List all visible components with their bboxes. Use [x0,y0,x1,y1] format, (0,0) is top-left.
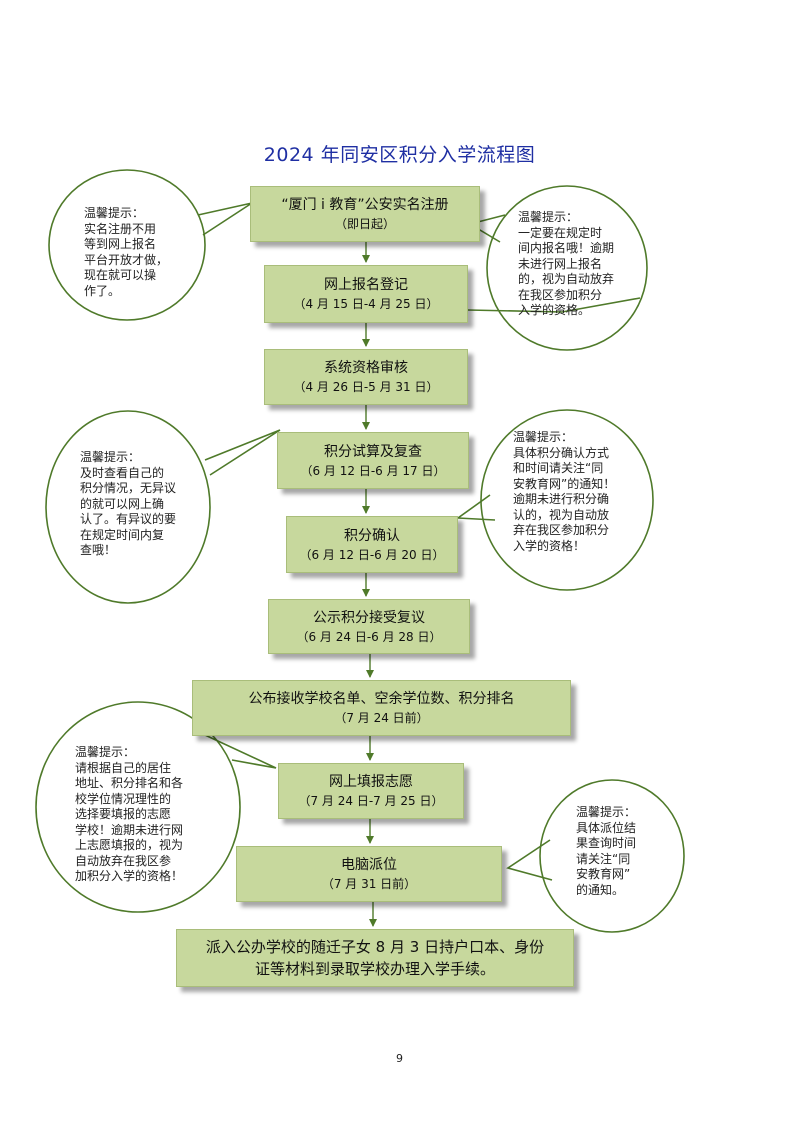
step-label: 网上填报志愿 [329,774,413,790]
tip-text-5: 温馨提示： 请根据自己的居住 地址、积分排名和各 校学位情况理性的 选择要填报的… [75,745,183,885]
tip-line: 安教育网”的通知！ [513,476,616,491]
step-label: 系统资格审核 [324,360,408,376]
tip-line: 自动放弃在我区参 [75,853,172,868]
tip-line: 认了。有异议的要 [80,512,177,526]
tip-text-6: 温馨提示： 具体派位结 果查询时间 请关注“同 安教育网” 的通知。 [576,805,636,898]
step-label: 公布接收学校名单、空余学位数、积分排名 [248,691,515,707]
step-date: （6 月 12 日-6 月 17 日） [300,463,446,478]
tip-line: 现在就可以操 [84,268,157,282]
tip-line: 请根据自己的居住 [75,760,172,775]
tip-text-2: 温馨提示： 一定要在规定时 间内报名哦！逾期 未进行网上报名 的，视为自动放弃 … [518,210,614,319]
tip-line: 选择要填报的志愿 [75,807,172,821]
step-online-preferences: 网上填报志愿 （7 月 24 日-7 月 25 日） [278,763,464,819]
tip-line: 间内报名哦！逾期 [518,241,615,255]
step-date: （7 月 24 日-7 月 25 日） [298,794,444,808]
tip-line: 的，视为自动放弃 [518,272,615,286]
page-number: 9 [396,1052,403,1065]
step-date: （6 月 12 日-6 月 20 日） [299,547,445,562]
tip-pointer-3 [204,429,281,476]
tip-heading: 温馨提示： [513,430,574,444]
tip-bubble-4 [480,409,654,591]
tip-line: 具体派位结 [576,820,637,835]
tip-line: 实名注册不用 [84,221,157,236]
step-public-review: 公示积分接受复议 （6 月 24 日-6 月 28 日） [268,599,470,654]
step-date: （6 月 24 日-6 月 28 日） [296,629,442,644]
step-label: 电脑派位 [341,857,397,873]
tip-bubble-5 [35,701,241,913]
step-label: 网上报名登记 [324,277,408,293]
step-date: （7 月 31 日前） [321,877,417,891]
tip-heading: 温馨提示： [576,805,637,819]
tip-line: 等到网上报名 [84,237,157,251]
tip-pointer-4 [455,494,496,521]
step-real-name-registration: “厦门 i 教育”公安实名注册 （即日起） [250,186,480,242]
tip-text-4: 温馨提示： 具体积分确认方式 和时间请关注“同 安教育网”的通知！ 逾期未进行积… [513,430,615,554]
step-date: （即日起） [334,217,395,231]
tip-line: 弃在我区参加积分 [513,523,610,537]
step-label: 公示积分接受复议 [313,609,425,626]
step-label: “厦门 i 教育”公安实名注册 [281,197,449,213]
tip-line: 及时查看自己的 [80,465,165,480]
tip-line: 和时间请关注“同 [513,461,604,475]
tip-bubble-6 [539,779,685,933]
step-label: 积分确认 [344,527,400,544]
tip-line: 校学位情况理性的 [75,791,172,806]
tip-bubble-1 [48,169,206,321]
tip-line: 在规定时间内复 [80,527,165,542]
step-qualification-review: 系统资格审核 （4 月 26 日-5 月 31 日） [264,349,468,405]
tip-heading: 温馨提示： [84,206,145,220]
step-score-trial: 积分试算及复查 （6 月 12 日-6 月 17 日） [277,432,469,489]
step-online-registration: 网上报名登记 （4 月 15 日-4 月 25 日） [264,265,468,323]
step-label: 积分试算及复查 [324,443,422,460]
tip-line: 地址、积分排名和各 [75,776,184,790]
step-date: （4 月 26 日-5 月 31 日） [293,380,439,394]
tip-line: 上志愿填报的，视为 [75,838,184,852]
tip-line: 平台开放才做， [84,252,169,267]
step-school-list: 公布接收学校名单、空余学位数、积分排名 （7 月 24 日前） [192,680,571,736]
tip-line: 积分情况，无异议 [80,481,177,495]
tip-line: 作了。 [84,283,121,298]
step-computer-allocation: 电脑派位 （7 月 31 日前） [236,846,502,902]
tip-line: 安教育网” [576,867,631,881]
tip-line: 加积分入学的资格！ [75,869,184,883]
step-label-continued: 证等材料到录取学校办理入学手续。 [254,960,495,978]
tip-line: 逾期未进行积分确 [513,492,610,506]
step-enrollment: 派入公办学校的随迁子女 8 月 3 日持户口本、身份 证等材料到录取学校办理入学… [176,929,574,987]
tip-line: 在我区参加积分 [518,287,603,302]
tip-line: 的通知。 [576,882,625,897]
tip-heading: 温馨提示： [80,450,141,464]
tip-line: 一定要在规定时 [518,225,603,240]
tip-line: 认的，视为自动放 [513,507,610,522]
tip-line: 入学的资格！ [513,538,586,553]
tip-pointer-6 [506,839,553,881]
step-date: （7 月 24 日前） [334,711,429,725]
step-label: 派入公办学校的随迁子女 8 月 3 日持户口本、身份 [205,938,545,956]
tip-heading: 温馨提示： [518,210,579,224]
tip-line: 未进行网上报名 [518,256,603,271]
tip-pointer-2b [467,297,641,313]
tip-bubble-3 [45,410,211,604]
tip-text-3: 温馨提示： 及时查看自己的 积分情况，无异议 的就可以网上确 认了。有异议的要 … [80,450,176,559]
flowchart-title: 2024 年同安区积分入学流程图 [263,144,536,166]
tip-text-1: 温馨提示： 实名注册不用 等到网上报名 平台开放才做， 现在就可以操 作了。 [84,206,168,299]
step-score-confirmation: 积分确认 （6 月 12 日-6 月 20 日） [286,516,458,573]
tip-line: 学校！逾期未进行网 [75,822,184,837]
tip-line: 果查询时间 [576,836,637,850]
step-date: （4 月 15 日-4 月 25 日） [293,297,439,311]
tip-line: 请关注“同 [576,851,631,866]
tip-pointer-1 [197,202,253,236]
tip-heading: 温馨提示： [75,745,136,759]
tip-line: 的就可以网上确 [80,496,165,511]
tip-line: 入学的资格。 [518,303,591,317]
tip-line: 具体积分确认方式 [513,445,610,460]
tip-pointer-5 [204,734,277,769]
tip-bubble-2 [486,185,648,351]
tip-line: 查哦！ [80,543,117,557]
